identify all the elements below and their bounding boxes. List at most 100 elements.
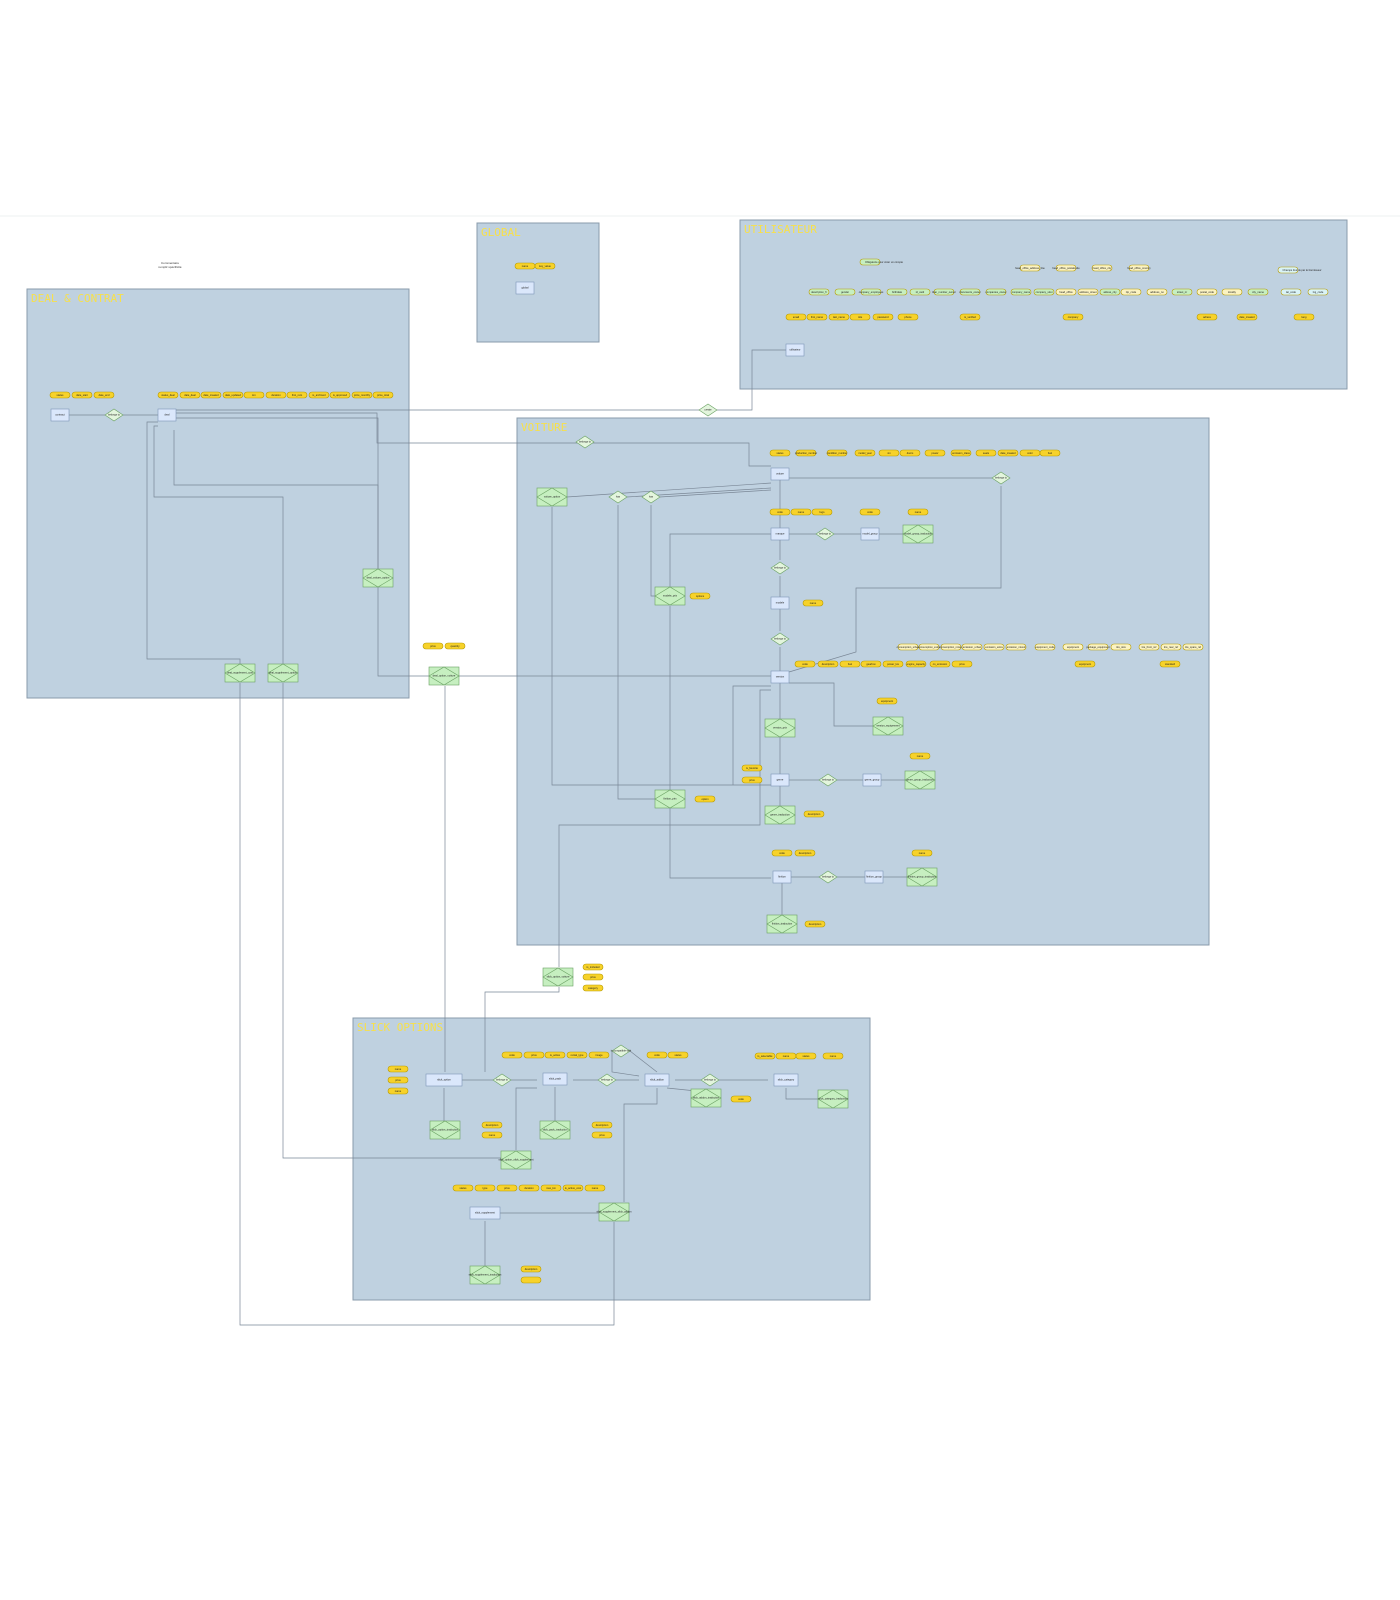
associative-entity[interactable]: genre_traduction [764, 805, 796, 825]
attribute-deal_option[interactable]: quantity [444, 642, 466, 650]
attribute-slick[interactable]: rental_type [566, 1051, 588, 1059]
attribute-option_voiture[interactable]: price [582, 973, 604, 981]
entity-box[interactable] [157, 408, 177, 422]
attribute-voiture_misc[interactable]: price [741, 776, 763, 784]
associative-entity[interactable]: slick_option_traduction [429, 1120, 461, 1140]
attribute-marque[interactable]: code [769, 508, 791, 516]
attribute-pill[interactable] [481, 1121, 503, 1129]
relationship-diamond[interactable] [770, 561, 790, 575]
attribute-voiture[interactable]: seats [975, 449, 997, 457]
attribute-pill[interactable] [1160, 643, 1182, 651]
attribute-slick[interactable]: description [591, 1121, 613, 1129]
attribute-voiture_misc[interactable]: is_favorite [741, 764, 763, 772]
attribute-pill[interactable] [1128, 264, 1150, 272]
attribute-pill[interactable] [582, 984, 604, 992]
attribute-user_required[interactable]: id_card [909, 288, 931, 296]
entity-box[interactable] [862, 773, 882, 787]
attribute-pill[interactable] [582, 963, 604, 971]
relationship[interactable]: belongs to [818, 870, 838, 884]
attribute-slick[interactable]: code [501, 1051, 523, 1059]
attribute-pill[interactable] [1247, 288, 1269, 296]
attribute-version_detail[interactable]: emission_extra [983, 643, 1005, 651]
attribute-option_voiture[interactable]: category [582, 984, 604, 992]
attribute-pill[interactable] [444, 642, 466, 650]
relationship[interactable]: belongs to [818, 773, 838, 787]
attribute-pill[interactable] [387, 1076, 409, 1084]
associative-entity[interactable]: deal_option_voiture [428, 666, 460, 686]
attribute-pill[interactable] [997, 449, 1019, 457]
attribute-pill[interactable] [584, 1184, 606, 1192]
entity-box[interactable] [773, 1073, 799, 1087]
attribute-pill[interactable] [822, 1052, 844, 1060]
attribute-slick[interactable]: code [730, 1095, 752, 1103]
entity-box[interactable] [770, 773, 790, 787]
entity-slick-addon[interactable]: slick_addon [644, 1073, 670, 1087]
relationship[interactable]: belongs to [492, 1073, 512, 1087]
attribute-pill[interactable] [959, 313, 981, 321]
attribute-user[interactable]: date_created [1236, 313, 1258, 321]
attribute-pill[interactable] [200, 391, 222, 399]
attribute-head_office[interactable]: head_office_address_line [1015, 264, 1045, 272]
relationship-diamond[interactable] [608, 490, 628, 504]
attribute-version_detail[interactable]: package_equipment [1086, 643, 1110, 651]
attribute-deal[interactable]: is_archived [308, 391, 330, 399]
attribute-pill[interactable] [803, 810, 825, 818]
associative-entity[interactable]: voiture_option [536, 487, 568, 507]
attribute-pill[interactable] [806, 313, 828, 321]
attribute-slick[interactable]: duration [518, 1184, 540, 1192]
attribute-pill[interactable] [1062, 313, 1084, 321]
attribute-pill[interactable] [975, 449, 997, 457]
attribute-deal[interactable]: is_approved [329, 391, 351, 399]
attribute-voiture_misc[interactable]: description [803, 810, 825, 818]
attribute-deal[interactable]: date_deal [179, 391, 201, 399]
attribute-version_detail[interactable]: consumption_extra [918, 643, 941, 651]
attribute-user_required[interactable]: city_name [1247, 288, 1269, 296]
attribute-slick[interactable]: is_active_cost [562, 1184, 584, 1192]
attribute-pill[interactable] [222, 391, 244, 399]
attribute-version_detail[interactable]: consumption_urban [897, 643, 920, 651]
attribute-pill[interactable] [1034, 643, 1056, 651]
attribute-pill[interactable] [1074, 660, 1096, 668]
attribute-pill[interactable] [985, 288, 1007, 296]
entity-box[interactable] [770, 527, 790, 541]
attribute-pill[interactable] [754, 1052, 776, 1060]
relationship[interactable]: belongs to [770, 632, 790, 646]
attribute-pill[interactable] [983, 643, 1005, 651]
entity-model-group[interactable]: model_group [860, 527, 880, 541]
attribute-user_provider[interactable]: lng_code [1307, 288, 1329, 296]
relationship-diamond[interactable] [770, 632, 790, 646]
attribute-pill[interactable] [1159, 660, 1181, 668]
attribute-user_required[interactable]: street_nr [1171, 288, 1193, 296]
attribute-version_detail[interactable]: tire_rear_ref [1160, 643, 1182, 651]
attribute-slick[interactable]: name [481, 1131, 503, 1139]
attribute-pill[interactable] [1055, 264, 1077, 272]
attribute-user_required[interactable]: address_street [1077, 288, 1099, 296]
attribute-slick[interactable]: description [520, 1265, 542, 1273]
attribute-user_required[interactable]: iban_number_owner [932, 288, 956, 296]
attribute-version[interactable]: power_kw [882, 660, 904, 668]
relationship-diamond[interactable] [641, 490, 661, 504]
attribute-marque[interactable]: name [907, 508, 929, 516]
entity-version[interactable]: version [770, 670, 790, 684]
entity-box[interactable] [644, 1073, 670, 1087]
entity-voiture[interactable]: voiture [770, 467, 790, 481]
attribute-pill[interactable] [157, 391, 179, 399]
entity-slick-pack[interactable]: slick_pack [542, 1072, 568, 1086]
attribute-user_required[interactable]: documents_owner [959, 288, 981, 296]
relationship[interactable]: is compatible with [611, 1044, 632, 1058]
relationship[interactable]: belongs to [991, 471, 1011, 485]
attribute-contract[interactable]: date_end [93, 391, 115, 399]
attribute-pill[interactable] [1171, 288, 1193, 296]
associative-entity[interactable]: slick_supplement_traduction [469, 1265, 502, 1285]
attribute-marque[interactable]: name [790, 508, 812, 516]
attribute-deal[interactable]: status_deal [157, 391, 179, 399]
attribute-pill[interactable] [1280, 288, 1302, 296]
relationship-diamond[interactable] [492, 1073, 512, 1087]
attribute-slick[interactable]: name [387, 1087, 409, 1095]
attribute-version[interactable]: gearbox [860, 660, 882, 668]
attribute-user_required[interactable]: locality [1221, 288, 1243, 296]
attribute-user_required[interactable]: company_employees [859, 288, 884, 296]
attribute-deal[interactable]: price_total [372, 391, 394, 399]
associative-entity[interactable]: modele_prix [654, 586, 686, 606]
attribute-slick[interactable]: description [481, 1121, 503, 1129]
